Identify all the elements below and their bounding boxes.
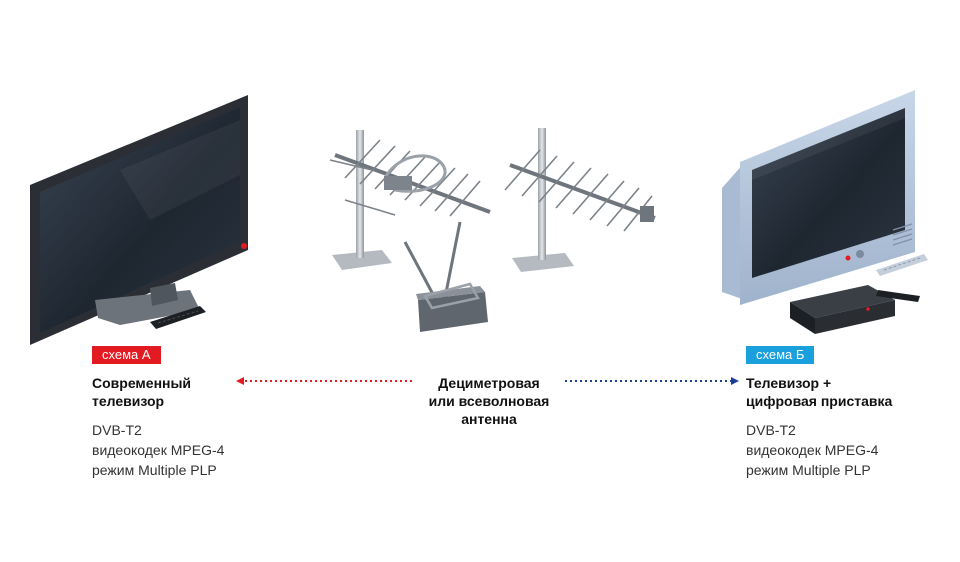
scheme-b-title-line: цифровая приставка bbox=[746, 393, 893, 409]
antenna-title-line: или всеволновая bbox=[428, 393, 550, 409]
scheme-a-title-line: Современный bbox=[92, 375, 192, 391]
arrow-to-scheme-a bbox=[236, 377, 412, 385]
antenna-title-line: антенна bbox=[461, 411, 517, 427]
scheme-b-badge: схема Б bbox=[746, 346, 815, 364]
scheme-b-spec: режим Multiple PLP bbox=[746, 462, 871, 478]
set-top-box-icon bbox=[790, 285, 895, 334]
scheme-b-specs: DVB-T2 видеокодек MPEG-4 режим Multiple … bbox=[746, 420, 878, 480]
scheme-a-spec: DVB-T2 bbox=[92, 422, 142, 438]
scheme-a-spec: видеокодек MPEG-4 bbox=[92, 442, 225, 458]
scheme-b-title: Телевизор + цифровая приставка bbox=[746, 374, 892, 410]
scheme-b-spec: видеокодек MPEG-4 bbox=[746, 442, 879, 458]
scheme-a-spec: режим Multiple PLP bbox=[92, 462, 217, 478]
remote-icon bbox=[876, 254, 928, 276]
indoor-antenna-icon bbox=[403, 221, 488, 332]
antenna-title-line: Дециметровая bbox=[438, 375, 540, 391]
yagi-antenna-icon bbox=[504, 128, 656, 272]
scheme-b-spec: DVB-T2 bbox=[746, 422, 796, 438]
flat-tv-icon bbox=[30, 95, 248, 345]
scheme-a-specs: DVB-T2 видеокодек MPEG-4 режим Multiple … bbox=[92, 420, 224, 480]
scheme-a-title: Современный телевизор bbox=[92, 374, 191, 410]
antenna-title: Дециметровая или всеволновая антенна bbox=[400, 374, 578, 428]
scheme-a-title-line: телевизор bbox=[92, 393, 165, 409]
remote-icon bbox=[876, 290, 920, 302]
yagi-antenna-icon bbox=[329, 130, 491, 270]
scheme-b-title-line: Телевизор + bbox=[746, 375, 832, 391]
crt-tv-icon bbox=[722, 90, 915, 305]
scheme-a-badge: схема А bbox=[92, 346, 161, 364]
arrow-to-scheme-b bbox=[565, 377, 739, 385]
remote-icon bbox=[150, 306, 206, 329]
